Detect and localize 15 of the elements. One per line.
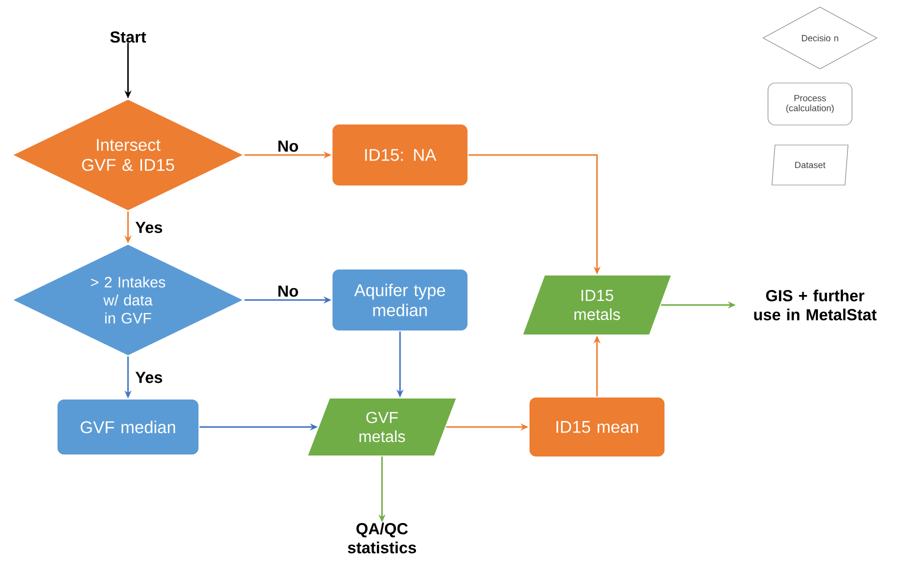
legend-parallelogram: Dataset: [772, 144, 848, 186]
process-box: Aquifer type median: [332, 268, 468, 332]
edge-label: Yes: [134, 220, 164, 234]
process-box: ID15: NA: [332, 124, 468, 186]
edge-label: No: [276, 140, 300, 153]
process-box: GVF median: [56, 398, 200, 456]
start-label: Start: [110, 31, 146, 43]
edge-label: Yes: [134, 370, 164, 384]
dataset-parallelogram: ID15 metals: [522, 274, 672, 336]
dataset-parallelogram: GVF metals: [306, 398, 458, 456]
output-label: QA/QC statistics: [348, 522, 416, 554]
legend-box: Process (calculation): [768, 82, 852, 126]
process-box: ID15 mean: [528, 396, 666, 458]
edge-label: No: [276, 284, 300, 298]
output-label: GIS + further use in MetalStat: [754, 290, 877, 320]
